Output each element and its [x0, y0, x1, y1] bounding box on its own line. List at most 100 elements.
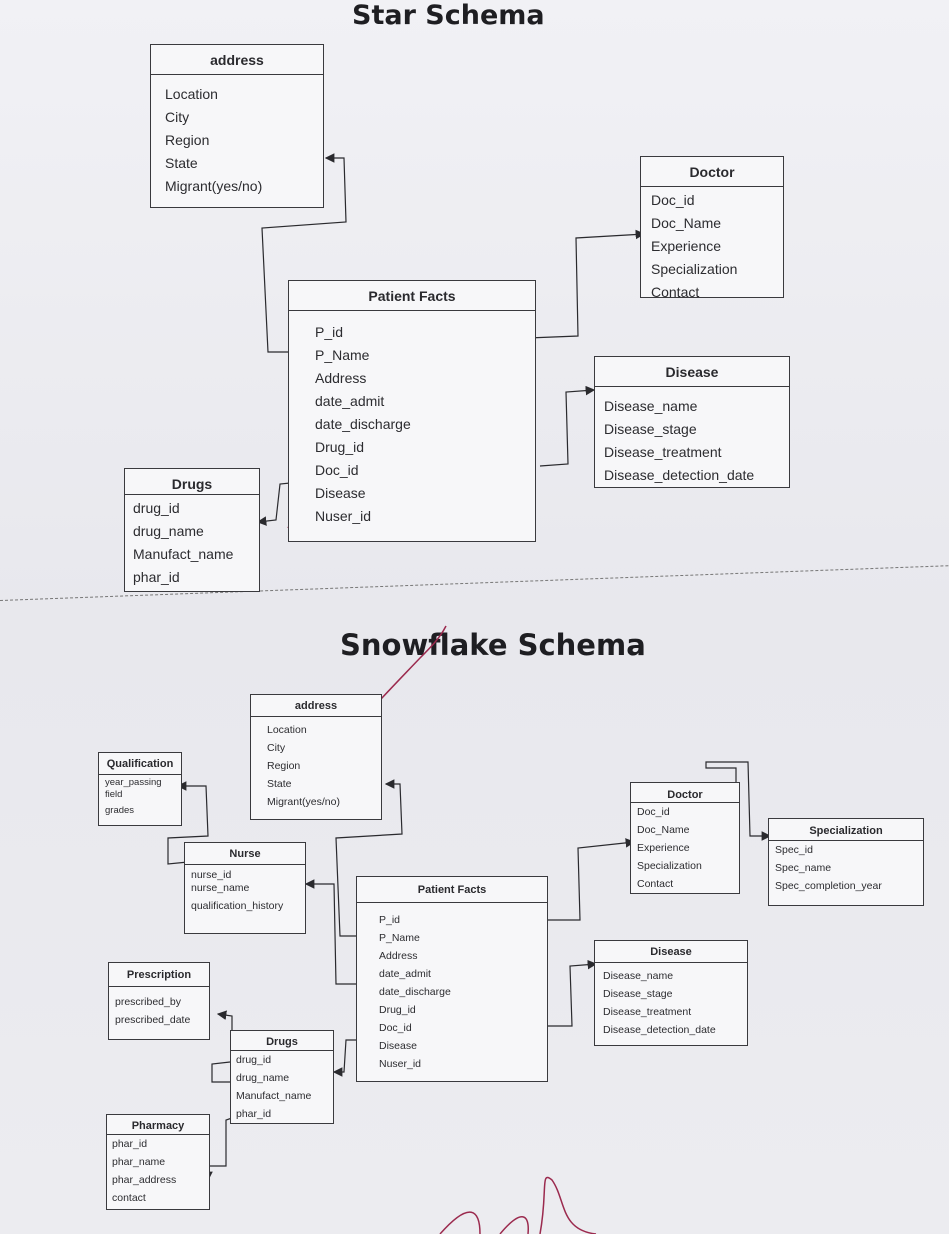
field: State	[267, 778, 292, 790]
field: Specialization	[651, 261, 738, 277]
star-disease-table: Disease Disease_name Disease_stage Disea…	[594, 356, 790, 488]
field: Spec_completion_year	[775, 880, 882, 892]
field: Disease_name	[603, 970, 674, 982]
field: drug_id	[236, 1054, 272, 1066]
snow-pharmacy-table: Pharmacy phar_id phar_name phar_address …	[106, 1114, 210, 1210]
field: qualification_history	[191, 900, 284, 912]
table-header: address	[151, 45, 323, 75]
field: nurse_name	[191, 882, 250, 894]
snowflake-schema-title: Snowflake Schema	[340, 628, 646, 662]
table-header: Prescription	[109, 963, 209, 987]
field: Manufact_name	[133, 546, 234, 562]
star-schema-title: Star Schema	[352, 0, 545, 31]
snow-patient-facts-table: Patient Facts P_id P_Name Address date_a…	[356, 876, 548, 1082]
field: Location	[267, 724, 307, 736]
snow-doctor-table: Doctor Doc_id Doc_Name Experience Specia…	[630, 782, 740, 894]
field: date_discharge	[315, 416, 411, 432]
field: Doc_id	[637, 806, 670, 818]
table-header: Doctor	[641, 157, 783, 187]
field: date_discharge	[379, 986, 451, 998]
field: field	[105, 789, 123, 800]
field: Disease_stage	[603, 988, 673, 1000]
table-header: Drugs	[125, 469, 259, 495]
field: grades	[105, 805, 135, 816]
table-header: Pharmacy	[107, 1115, 209, 1135]
field: phar_id	[133, 569, 180, 585]
field: Disease_treatment	[604, 444, 722, 460]
field: Specialization	[637, 860, 702, 872]
field: Doc_id	[315, 462, 359, 478]
field: Address	[379, 950, 418, 962]
field: Migrant(yes/no)	[267, 796, 340, 808]
field: Region	[165, 132, 210, 148]
star-link-doctor	[527, 229, 646, 339]
snow-address-table: address Location City Region State Migra…	[250, 694, 382, 820]
field: Drug_id	[315, 439, 365, 455]
field: Spec_id	[775, 844, 813, 856]
field: Manufact_name	[236, 1090, 312, 1102]
snow-nurse-table: Nurse nurse_id nurse_name qualification_…	[184, 842, 306, 934]
field: Drug_id	[379, 1004, 416, 1016]
field: Contact	[651, 284, 700, 300]
table-header: Drugs	[231, 1031, 333, 1051]
field: drug_id	[133, 500, 180, 516]
field: Doc_Name	[637, 824, 690, 836]
field: Disease_detection_date	[604, 467, 755, 483]
field: Experience	[651, 238, 722, 254]
snow-disease-table: Disease Disease_name Disease_stage Disea…	[594, 940, 748, 1046]
table-header: Nurse	[185, 843, 305, 865]
snow-prescription-table: Prescription prescribed_by prescribed_da…	[108, 962, 210, 1040]
field: Nuser_id	[379, 1058, 422, 1070]
field: City	[267, 742, 286, 754]
table-header: Patient Facts	[289, 281, 535, 311]
field: Disease_treatment	[603, 1006, 692, 1018]
field: Doc_id	[651, 192, 695, 208]
snow-link-pharmacy	[203, 1117, 233, 1182]
field: date_admit	[315, 393, 385, 409]
star-address-table: address Location City Region State Migra…	[150, 44, 324, 208]
snow-drugs-table: Drugs drug_id drug_name Manufact_name ph…	[230, 1030, 334, 1124]
field: Disease_detection_date	[603, 1024, 716, 1036]
star-link-disease	[539, 385, 596, 467]
table-header: Disease	[595, 941, 747, 963]
table-header: address	[251, 695, 381, 717]
field: phar_name	[112, 1156, 166, 1168]
pen-signature-scribble	[439, 1176, 597, 1234]
snow-link-specialization	[705, 761, 772, 841]
field: Region	[267, 760, 301, 772]
field: prescribed_date	[115, 1014, 191, 1026]
snow-qualification-table: Qualification year_passing field grades	[98, 752, 182, 826]
field: Doc_id	[379, 1022, 412, 1034]
field: year_passing	[105, 777, 162, 788]
field: P_id	[379, 914, 401, 926]
star-link-address	[261, 153, 347, 353]
field: Address	[315, 370, 367, 386]
field: Migrant(yes/no)	[165, 178, 263, 194]
field: prescribed_by	[115, 996, 181, 1008]
field: Disease_name	[604, 398, 698, 414]
field: drug_name	[236, 1072, 290, 1084]
field: P_Name	[315, 347, 370, 363]
field: drug_name	[133, 523, 204, 539]
star-patient-facts-table: Patient Facts P_id P_Name Address date_a…	[288, 280, 536, 542]
field: P_id	[315, 324, 344, 340]
field: Doc_Name	[651, 215, 722, 231]
snow-link-disease	[548, 959, 598, 1027]
field: phar_id	[236, 1108, 272, 1120]
snow-specialization-table: Specialization Spec_id Spec_name Spec_co…	[768, 818, 924, 906]
table-header: Specialization	[769, 819, 923, 841]
table-header: Patient Facts	[357, 877, 547, 903]
table-header: Disease	[595, 357, 789, 387]
field: phar_id	[112, 1138, 148, 1150]
field: Experience	[637, 842, 690, 854]
snow-link-nurse	[304, 879, 356, 985]
field: Spec_name	[775, 862, 832, 874]
field: Disease_stage	[604, 421, 697, 437]
field: City	[165, 109, 190, 125]
field: State	[165, 155, 198, 171]
field: date_admit	[379, 968, 431, 980]
field: contact	[112, 1192, 146, 1204]
field: P_Name	[379, 932, 420, 944]
field: Contact	[637, 878, 674, 890]
field: nurse_id	[191, 869, 232, 881]
